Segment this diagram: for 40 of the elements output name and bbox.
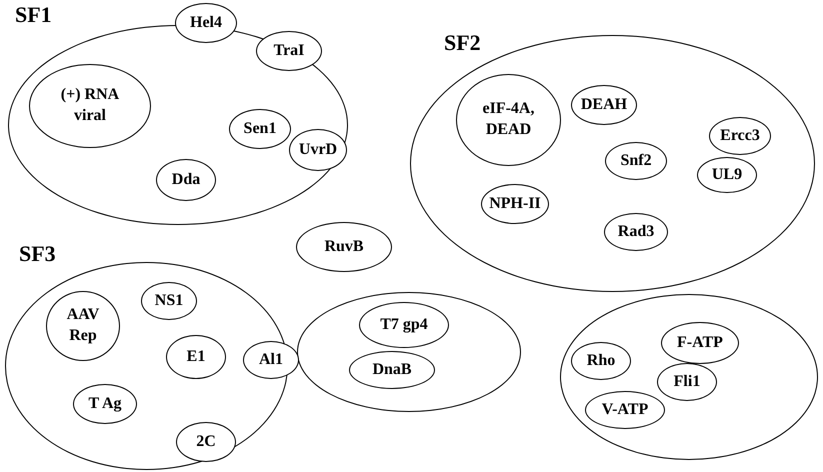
protein-label: Ercc3 <box>719 126 761 146</box>
protein-label: DnaB <box>371 360 413 380</box>
protein-label: AAV Rep <box>66 305 100 346</box>
protein-ellipse <box>141 282 197 320</box>
protein-ellipse <box>585 391 665 429</box>
group-ellipse <box>560 294 818 460</box>
protein-label: T Ag <box>87 394 123 414</box>
protein-label: 2C <box>195 432 217 452</box>
protein-label: (+) RNA viral <box>60 85 120 126</box>
superfamily-heading: SF1 <box>15 2 52 28</box>
protein-label: Fli1 <box>672 372 702 392</box>
protein-label: Hel4 <box>189 12 223 33</box>
protein-label: DEAH <box>580 94 628 115</box>
protein-label: TraI <box>272 40 306 61</box>
protein-label: V-ATP <box>600 400 650 420</box>
protein-ellipse <box>289 129 347 171</box>
protein-ellipse <box>256 31 322 71</box>
protein-label: eIF-4A, DEAD <box>482 99 536 140</box>
protein-ellipse <box>657 363 717 401</box>
superfamily-heading: SF2 <box>444 30 481 56</box>
protein-label: Rho <box>586 350 616 371</box>
protein-label: NPH-II <box>488 194 542 214</box>
group-ellipse <box>297 292 521 412</box>
superfamily-ellipse <box>410 35 815 292</box>
protein-label: NS1 <box>154 290 184 311</box>
protein-label: Snf2 <box>619 150 653 171</box>
protein-label: E1 <box>186 346 206 367</box>
protein-label: Dda <box>170 170 202 190</box>
protein-ellipse <box>229 109 291 149</box>
protein-label: Al1 <box>258 350 284 370</box>
protein-ellipse <box>243 341 299 379</box>
protein-label: F-ATP <box>676 332 724 353</box>
protein-label: UL9 <box>710 164 744 185</box>
protein-label: Sen1 <box>242 118 278 139</box>
protein-label: T7 gp4 <box>379 314 429 335</box>
protein-ellipse <box>571 342 631 380</box>
protein-label: UvrD <box>298 140 338 160</box>
protein-label: RuvB <box>323 236 365 257</box>
protein-label: Rad3 <box>616 222 656 242</box>
superfamily-heading: SF3 <box>19 241 56 267</box>
